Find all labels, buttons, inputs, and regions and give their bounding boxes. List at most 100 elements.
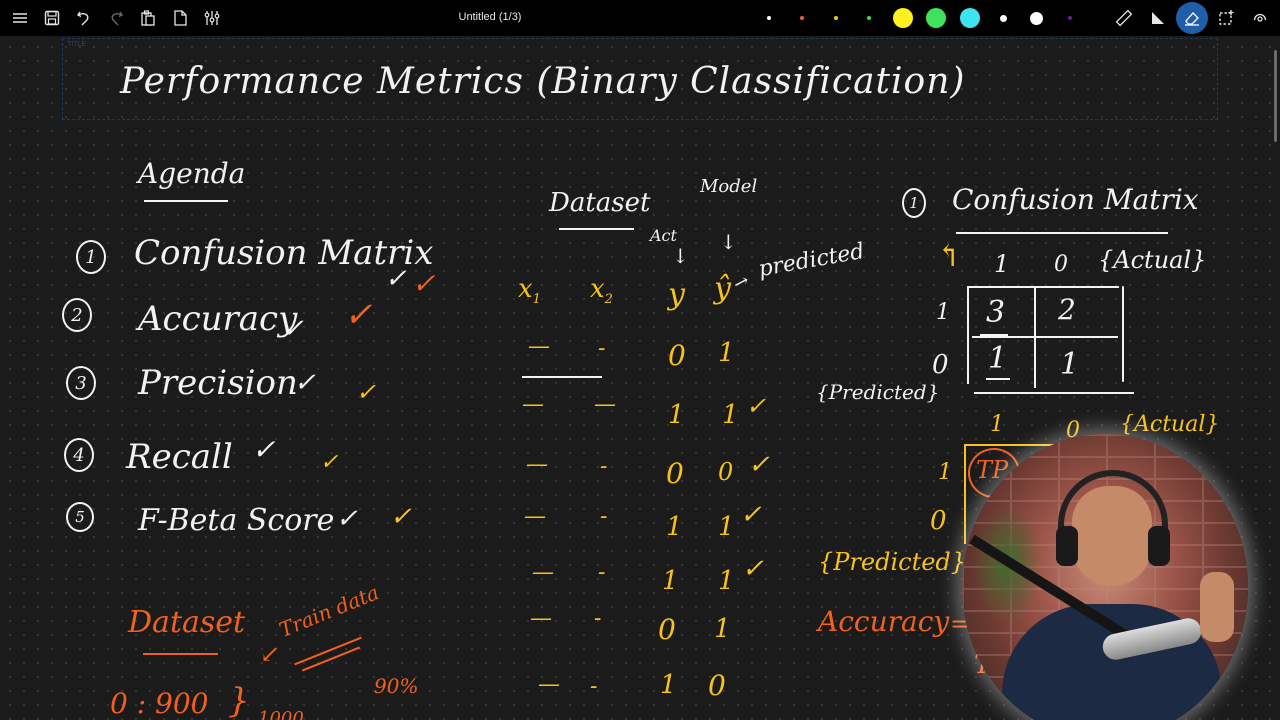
ruler-tool[interactable]: [1108, 2, 1140, 34]
cell-x1: —: [524, 504, 546, 529]
cell-underline: [980, 334, 1008, 336]
lasso-select-tool[interactable]: [1210, 2, 1242, 34]
matrix2-border-left: [964, 444, 966, 544]
agenda-item-recall: Recall: [126, 437, 233, 477]
column-header-x1: x1: [518, 274, 541, 308]
train-data-label: Train data: [275, 580, 383, 642]
check-icon: ✓: [412, 267, 436, 300]
document-title: Untitled (1/3): [458, 11, 522, 23]
arrow-down-icon: ↓: [672, 244, 689, 268]
cell-y: 0: [668, 339, 686, 372]
highlighter-yellow[interactable]: [886, 0, 920, 36]
matrix-cell-tn: 1: [1060, 347, 1080, 382]
agenda-number-4: 4: [64, 438, 94, 472]
matrix2-border-top: [964, 444, 1064, 446]
whiteboard-canvas[interactable]: TITLE Performance Metrics (Binary Classi…: [0, 36, 1280, 720]
highlighter-green[interactable]: [920, 0, 954, 36]
matrix-border-top: [967, 286, 1119, 288]
color-dot-icon: [766, 16, 771, 20]
col-label-1: 1: [994, 250, 1010, 278]
headphones-icon: [1058, 470, 1168, 560]
confusion-matrix-heading: Confusion Matrix: [952, 183, 1199, 216]
undo-button[interactable]: [68, 2, 100, 34]
matrix2-row-label-1: 1: [938, 460, 952, 485]
pen-white-fine[interactable]: [752, 0, 786, 36]
thumbs-up-hand: [1200, 572, 1234, 642]
cell-x2: -: [598, 336, 606, 361]
floppy-disk-icon: [44, 10, 60, 26]
matrix-border-bottom: [974, 392, 1134, 394]
toolbar-left-group: [0, 2, 228, 34]
cell-x2: -: [594, 606, 602, 631]
cell-x1: —: [526, 452, 548, 477]
agenda-number-1: 1: [76, 240, 106, 274]
column-header-x2: x2: [590, 274, 613, 308]
check-icon: ✓: [748, 450, 770, 480]
color-dot-icon: [926, 8, 947, 28]
matrix-divider-vertical: [1034, 288, 1036, 388]
redo-button[interactable]: [100, 2, 132, 34]
color-dot-icon: [1030, 11, 1044, 25]
accuracy-label: Accuracy: [818, 605, 950, 638]
check-icon: ✓: [742, 554, 764, 584]
new-page-button[interactable]: [164, 2, 196, 34]
agenda-underline: [144, 200, 228, 202]
cell-yhat: 1: [714, 614, 731, 644]
column-header-y: y: [668, 277, 685, 312]
class-count-line: 0 : 900: [110, 687, 209, 720]
cell-yhat: 1: [718, 338, 735, 368]
eraser-icon: [1185, 12, 1199, 26]
pen-purple-fine[interactable]: [1054, 0, 1088, 36]
agenda-item-confusion-matrix: Confusion Matrix: [134, 233, 434, 273]
app-toolbar: Untitled (1/3): [0, 0, 1280, 36]
pen-green-fine[interactable]: [853, 0, 887, 36]
agenda-item-f-beta-score: F-Beta Score: [138, 503, 335, 538]
pen-yellow-fine[interactable]: [819, 0, 853, 36]
predicted-label: predicted: [756, 238, 867, 283]
matrix-border-left: [967, 286, 969, 384]
settings-button[interactable]: [196, 2, 228, 34]
cell-x1: —: [522, 392, 544, 417]
eraser-tool[interactable]: [1176, 2, 1208, 34]
save-button[interactable]: [36, 2, 68, 34]
color-dot-icon: [833, 16, 838, 20]
color-dot-icon: [999, 14, 1007, 22]
check-icon: ✓: [320, 450, 339, 475]
paste-button[interactable]: [132, 2, 164, 34]
table-separator: [522, 376, 602, 378]
selection-icon: [1219, 10, 1234, 25]
cell-yhat: 1: [722, 400, 739, 430]
model-label: Model: [700, 176, 758, 197]
brace-icon: }: [228, 681, 250, 720]
pen-white-thick[interactable]: [1020, 0, 1054, 36]
color-dot-icon: [892, 8, 913, 28]
check-icon: ✓: [336, 504, 358, 534]
confusion-matrix-underline: [956, 232, 1168, 234]
set-square-icon: [1152, 12, 1164, 24]
row-label-1: 1: [936, 300, 950, 325]
cell-y: 0: [666, 457, 684, 490]
menu-button[interactable]: [4, 2, 36, 34]
cell-y: 1: [660, 670, 677, 700]
check-icon: ✓: [746, 392, 767, 420]
check-icon: ✓: [252, 433, 276, 466]
column-header-yhat: ŷ: [714, 271, 731, 306]
cell-yhat: 0: [708, 669, 726, 702]
touch-tool[interactable]: [1244, 2, 1276, 34]
tool-group: [1108, 0, 1280, 36]
dataset-notes-heading: Dataset: [128, 605, 246, 640]
agenda-number-2: 2: [62, 298, 92, 332]
triangle-tool[interactable]: [1142, 2, 1174, 34]
headphone-cup: [1056, 526, 1078, 566]
check-icon: ✓: [282, 314, 304, 344]
dataset-notes-underline: [143, 653, 218, 655]
pen-orange-fine[interactable]: [786, 0, 820, 36]
matrix2-row-label-0: 0: [930, 506, 947, 536]
highlighter-cyan[interactable]: [953, 0, 987, 36]
matrix-cell-tp: 3: [986, 295, 1006, 330]
check-icon: ✓: [740, 500, 762, 530]
vertical-scrollbar[interactable]: [1274, 50, 1277, 142]
color-dot-icon: [1068, 16, 1073, 20]
pen-white-medium[interactable]: [987, 0, 1021, 36]
predicted-caption: {Predicted}: [816, 380, 940, 404]
